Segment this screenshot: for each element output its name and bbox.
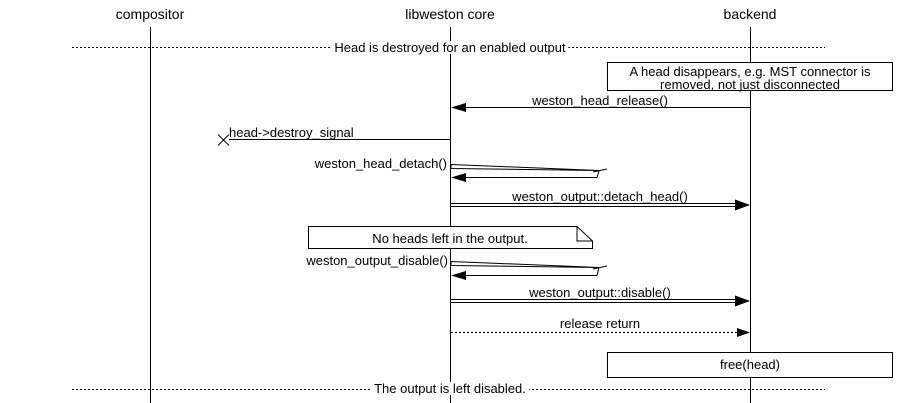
note-head-disappears: A head disappears, e.g. MST connector is… [607,62,893,91]
note-head-disappears-line2: removed, not just disconnected [660,77,840,92]
note-no-heads-label: No heads left in the output. [372,231,528,246]
message-weston-head-release-label: weston_head_release() [532,93,668,108]
box-free-head-label: free(head) [720,357,780,372]
participant-libweston-core: libweston core [405,6,495,22]
arrow-weston-output-detach-head [451,199,750,211]
message-release-return-label: release return [559,316,641,331]
message-weston-output-detach-head-label: weston_output::detach_head() [512,189,688,204]
box-free-head: free(head) [607,352,893,378]
message-head-destroy-signal-label: head->destroy_signal [229,125,354,140]
participant-compositor: compositor [115,6,185,22]
arrow-weston-head-release [451,103,750,112]
divider-top-label: Head is destroyed for an enabled output [331,41,569,54]
note-head-disappears-line1: A head disappears, e.g. MST connector is [629,64,871,79]
message-weston-output-disable-label: weston_output_disable() [306,253,448,268]
note-no-heads-shape [308,226,593,249]
arrow-release-return [451,328,750,337]
participant-backend: backend [723,6,777,22]
message-weston-output-disable-call-label: weston_output::disable() [529,285,671,300]
divider-bottom-label: The output is left disabled. [371,382,529,395]
arrow-head-destroy-signal [217,134,450,146]
message-weston-head-detach-label: weston_head_detach() [314,156,447,171]
arrow-weston-output-disable-self [450,260,608,280]
arrow-weston-head-detach-self [450,163,608,182]
arrow-weston-output-disable-call [451,295,750,307]
